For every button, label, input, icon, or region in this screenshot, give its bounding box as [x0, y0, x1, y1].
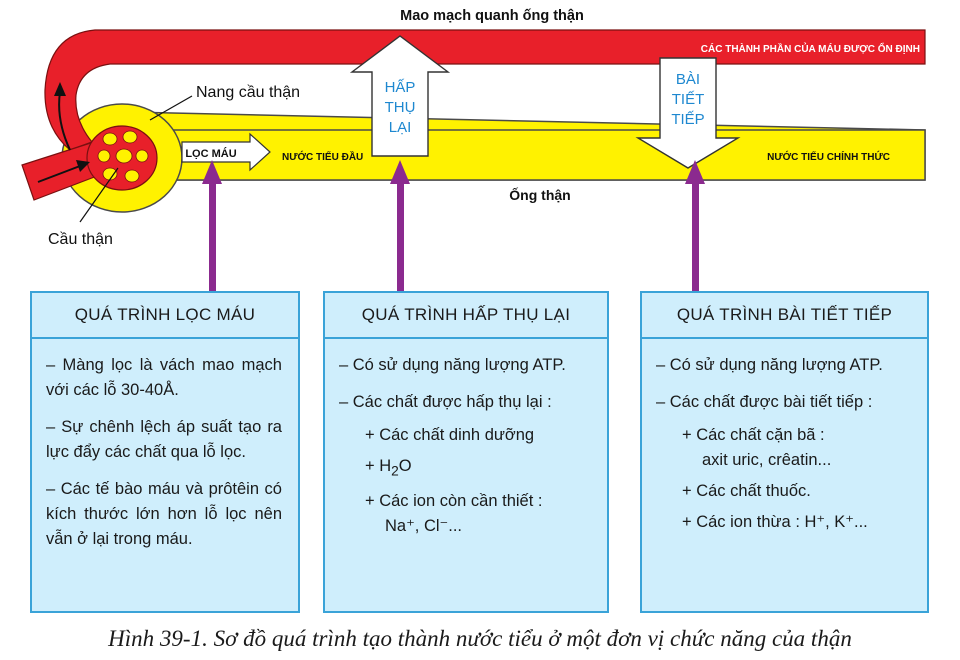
reabsorption-item: – Có sử dụng năng lượng ATP. [339, 356, 566, 374]
secretion-arrow [635, 57, 741, 169]
reabsorption-box: QUÁ TRÌNH HẤP THỤ LẠI – Có sử dụng năng … [323, 291, 609, 613]
filtration-box: QUÁ TRÌNH LỌC MÁU – Màng lọc là vách mao… [30, 291, 300, 613]
tubule-label: Ống thận [509, 186, 570, 203]
water-subscript: 2 [391, 463, 399, 479]
process-arrow-shaft [209, 180, 216, 292]
filtration-body: – Màng lọc là vách mao mạch với các lỗ 3… [32, 339, 298, 611]
reabsorption-title: QUÁ TRÌNH HẤP THỤ LẠI [325, 293, 607, 339]
glomerulus-pore [135, 149, 149, 163]
reabsorption-sub-water: + H2O [339, 454, 591, 483]
filtration-item: – Màng lọc là vách mao mạch với các lỗ 3… [46, 356, 282, 399]
reabsorption-sub-cont: Na⁺, Cl⁻... [385, 517, 463, 536]
reabsorb-word: THỤ [385, 99, 416, 116]
nephron-diagram: Mao mạch quanh ống thận CÁC THÀNH PHẦN C… [21, 8, 926, 292]
glomerulus-pore [97, 149, 111, 163]
reabsorption-item: – Các chất được hấp thụ lại : [339, 393, 552, 411]
capsule-label: Nang cầu thận [196, 84, 300, 101]
water-suffix: O [398, 457, 412, 475]
process-arrow-shaft [692, 180, 699, 292]
primary-urine-label: NƯỚC TIỂU ĐẦU [282, 150, 363, 163]
glomerulus-pointer-line [79, 167, 119, 223]
blood-flow-arrow [58, 91, 71, 151]
figure-caption: Hình 39-1. Sơ đồ quá trình tạo thành nướ… [108, 626, 852, 651]
reabsorption-arrow [349, 35, 451, 157]
blood-in-arrowhead [76, 160, 90, 172]
reabsorption-sub: + Các ion còn cần thiết : [365, 492, 543, 511]
reabsorb-word: LẠI [389, 119, 412, 136]
water-prefix: + H [365, 457, 392, 475]
secretion-body: – Có sử dụng năng lượng ATP. – Các chất … [642, 339, 927, 611]
secretion-sub-cont: axit uric, crêatin... [702, 451, 832, 469]
secrete-word: BÀI [676, 71, 700, 88]
glomerulus-label: Cầu thận [48, 231, 113, 248]
glomerulus-pore [122, 130, 138, 144]
filtration-item: – Sự chênh lệch áp suất tạo ra lực đẩy c… [46, 418, 282, 461]
filtration-item: – Các tế bào máu và prôtêin có kích thướ… [46, 480, 282, 548]
glomerulus-pore [124, 169, 140, 183]
final-urine-label: NƯỚC TIỂU CHÍNH THỨC [767, 150, 890, 163]
reabsorption-body: – Có sử dụng năng lượng ATP. – Các chất … [325, 339, 607, 611]
secrete-word: TIẾP [671, 111, 704, 128]
reabsorb-word: HẤP [385, 79, 416, 96]
blood-flow-arrowhead [54, 82, 66, 96]
glomerulus-pore [115, 148, 133, 164]
secretion-item: – Có sử dụng năng lượng ATP. [656, 356, 883, 374]
secretion-sub: + Các chất thuốc. [682, 482, 811, 500]
filtration-arrow [181, 132, 271, 172]
reabsorption-sub: + Các chất dinh dưỡng [365, 426, 535, 444]
secretion-sub: + Các ion thừa : H⁺, K⁺... [682, 513, 868, 531]
process-arrow-shaft [397, 180, 404, 292]
secretion-title: QUÁ TRÌNH BÀI TIẾT TIẾP [642, 293, 927, 339]
blood-in-arrow [37, 165, 81, 183]
secretion-box: QUÁ TRÌNH BÀI TIẾT TIẾP – Có sử dụng năn… [640, 291, 929, 613]
renal-tubule-body [149, 129, 926, 181]
capsule-pointer-line [149, 95, 193, 121]
capillary-label: Mao mạch quanh ống thận [400, 8, 584, 24]
secrete-word: TIẾT [672, 91, 705, 108]
process-arrow-head [685, 160, 705, 184]
stabilized-label: CÁC THÀNH PHẦN CỦA MÁU ĐƯỢC ỔN ĐỊNH [701, 42, 920, 55]
secretion-item: – Các chất được bài tiết tiếp : [656, 393, 873, 411]
filtration-arrow-label: LỌC MÁU [185, 147, 236, 160]
process-arrow-head [202, 160, 222, 184]
glomerulus-pore [102, 132, 118, 146]
secretion-sub: + Các chất cặn bã : [682, 426, 825, 444]
filtration-title: QUÁ TRÌNH LỌC MÁU [32, 293, 298, 339]
process-arrow-head [390, 160, 410, 184]
glomerulus-pore [102, 167, 118, 181]
